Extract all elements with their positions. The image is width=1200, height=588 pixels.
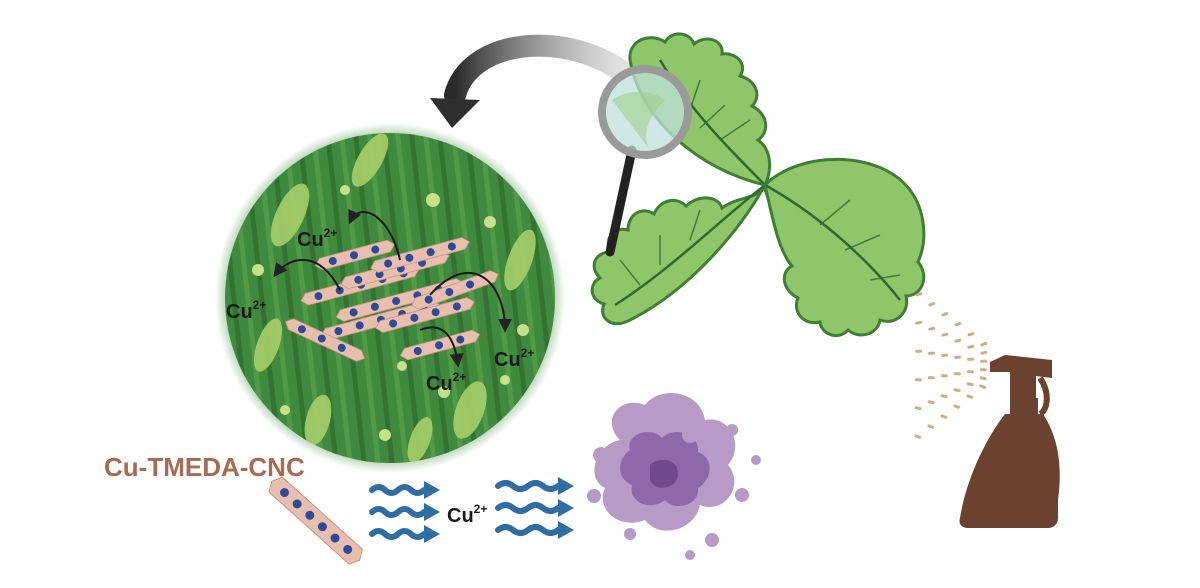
copper-ion-dot [355, 321, 364, 330]
spray-mist [914, 292, 988, 439]
copper-ion-dot [392, 297, 401, 306]
cu-ion-label: Cu2+ [426, 370, 466, 395]
copper-ion-dot [371, 245, 380, 254]
copper-ion-dot [456, 335, 465, 344]
magnifying-glass-icon [598, 65, 692, 257]
copper-ion-dot [413, 346, 422, 355]
wave-arrow [369, 528, 427, 540]
copper-ion-dot [317, 334, 326, 343]
nanocrystal-rod [285, 318, 365, 362]
nanocrystal-rod [314, 239, 396, 271]
copper-ion-dot [350, 251, 359, 260]
copper-ion-dot [384, 259, 393, 268]
copper-ion-dot [410, 313, 419, 322]
copper-ion-dot [389, 319, 398, 328]
wave-arrow [369, 506, 427, 518]
cu-ion-label: Cu2+ [297, 226, 337, 251]
copper-ion-dot [334, 327, 343, 336]
copper-ion-dot [431, 308, 440, 317]
wave-arrows-icon [369, 477, 574, 543]
copper-ion-dot [337, 343, 346, 352]
copper-ion-dot [435, 341, 444, 350]
nanocrystal-rod [411, 270, 499, 310]
copper-ion-dot [349, 308, 358, 317]
microbe-icon [587, 393, 761, 560]
nanocrystal-cluster [285, 237, 499, 362]
ion-release-arrow [273, 258, 341, 291]
copper-ion-dot [328, 256, 337, 265]
copper-ion-dot [466, 280, 475, 289]
copper-ion-dot [297, 325, 306, 334]
wave-arrow [369, 484, 427, 496]
product-label: Cu-TMEDA-CNC [104, 452, 305, 482]
nanocrystal-rod [370, 237, 470, 273]
wave-arrow [495, 480, 561, 492]
copper-ion-dot [424, 295, 433, 304]
cu-ion-label: Cu2+ [494, 346, 534, 371]
spray-bottle-icon [959, 355, 1060, 528]
copper-ion-dot [335, 286, 344, 295]
nanocrystal-icon [268, 476, 364, 565]
curved-arrow-icon [430, 34, 631, 128]
copper-ion-dot [452, 302, 461, 311]
wave-arrow [495, 502, 561, 514]
copper-ion-dot [354, 275, 363, 284]
cu-ion-label: Cu2+ [226, 298, 266, 323]
strawberry-leaf-icon [590, 32, 926, 338]
ion-release-arrow [429, 272, 512, 333]
wave-arrow [495, 524, 561, 536]
ion-release-arrow [348, 208, 401, 261]
nanocrystal-rod [375, 297, 475, 333]
copper-ion-dot [426, 248, 435, 257]
copper-ion-dot [314, 292, 323, 301]
copper-ion-dot [405, 253, 414, 262]
cu-ion-release-label: Cu2+ [447, 502, 487, 527]
nanocrystal-rod [399, 329, 481, 361]
copper-ion-dot [447, 242, 456, 251]
leaf-surface-zoom: Cu2+ Cu2+ Cu2+ Cu2+ [215, 123, 565, 473]
copper-ion-dot [445, 288, 454, 297]
ion-release-arrow [419, 326, 464, 368]
copper-ion-dot [370, 302, 379, 311]
